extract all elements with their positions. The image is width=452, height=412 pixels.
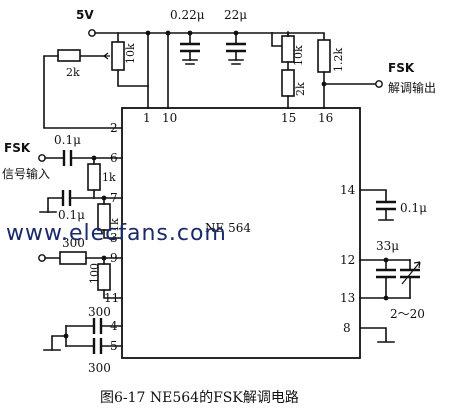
junction-dot [233,30,239,36]
cap-trim-label: 2～20 [390,307,425,321]
resistor-2k-out-label: 2k [294,82,307,96]
cap-022-plates [180,42,200,53]
junction-dot [321,81,327,87]
pin-3: 3 [110,231,118,245]
cap-pin5-plates [92,338,103,354]
resistor-300-label: 300 [62,236,85,250]
pin-16: 16 [318,111,333,125]
output-label-line1: FSK [388,61,415,75]
cap-22-plates [226,42,246,53]
resistor-2k-feedback-label: 2k [66,66,80,79]
watermark: www.elecfans.com [6,221,227,246]
cap-pin14-plates [376,200,396,211]
junction-dot [383,295,389,301]
junction-dot [63,333,69,339]
pin-12: 12 [340,253,355,267]
resistor-100-label: 100 [88,263,101,284]
pin-5: 5 [110,339,118,353]
resistor-2k-out [281,69,295,97]
pin-15: 15 [281,111,296,125]
resistor-1k2-pullup [317,39,331,73]
pot-wiper [102,52,110,60]
cap-33-label: 33μ [376,239,399,253]
resistor-10k-vcc-label: 10k [124,43,137,64]
pin-6: 6 [110,151,118,165]
output-label-line2: 解调输出 [388,80,436,95]
cap-pin4-plates [92,318,103,334]
output-terminal [375,80,383,88]
pin-9: 9 [110,251,118,265]
cap-pin14-label: 0.1μ [400,201,427,215]
resistor-1k-pin6 [87,163,101,191]
ground-symbol [228,59,244,65]
wire-cap-pin14-gnd [378,208,394,221]
ne564-chip-body [121,107,361,359]
resistor-10k-vcc [111,41,125,71]
resistor-1k-pin7-label: 1k [108,218,121,232]
resistor-2k-feedback [57,49,81,62]
resistor-300-pin9 [59,251,87,265]
wire-pin1 [117,69,149,109]
pin-11: 11 [104,291,119,305]
cap-pin7-label: 0.1μ [58,208,85,222]
pin-7: 7 [110,191,118,205]
wire-pin11 [103,257,123,299]
wire-timing-caps-top [385,259,411,271]
pin-13: 13 [340,291,355,305]
resistor-10k-out-label: 10k [292,45,305,66]
ground-symbol [182,59,198,65]
junction-dot [187,30,193,36]
wire-pin3 [103,197,123,239]
cap-pin5-label: 300 [88,361,111,375]
resistor-1k-pin6-label: 1k [102,171,116,184]
cap-pin4-label: 300 [88,305,111,319]
wire-timing-caps-bottom [385,276,411,299]
pin-10: 10 [162,111,177,125]
wire-pin14 [359,189,387,203]
pin-1: 1 [143,111,151,125]
cap-022-label: 0.22μ [170,8,205,22]
power-label: 5V [76,8,94,22]
wire-to-pin2 [43,55,123,129]
pin-8: 8 [343,321,351,335]
cap-33-plates [376,268,396,279]
pin-4: 4 [110,319,118,333]
cap-input-plates [62,150,73,166]
cap-22-label: 22μ [224,8,247,22]
chip-label: NE 564 [205,221,251,235]
pin-14: 14 [340,183,356,197]
junction-dot [165,30,171,36]
wire-pin8-gnd [359,327,395,343]
pin-2: 2 [110,121,118,135]
figure-caption: 图6-17 NE564的FSK解调电路 [100,390,299,406]
cap-input-label: 0.1μ [54,133,81,147]
wire-caps-ground [51,325,67,351]
wire-cap-pin7-gnd [47,197,64,213]
resistor-1k2-label: 1.2k [332,48,345,72]
input-label-line1: FSK [4,141,31,155]
wire-pullup-top [287,32,325,41]
cap-pin7-plates [61,190,72,206]
junction-dot [145,30,151,36]
input-label-line2: 信号输入 [2,166,50,181]
trimmer-arrow [401,261,421,285]
